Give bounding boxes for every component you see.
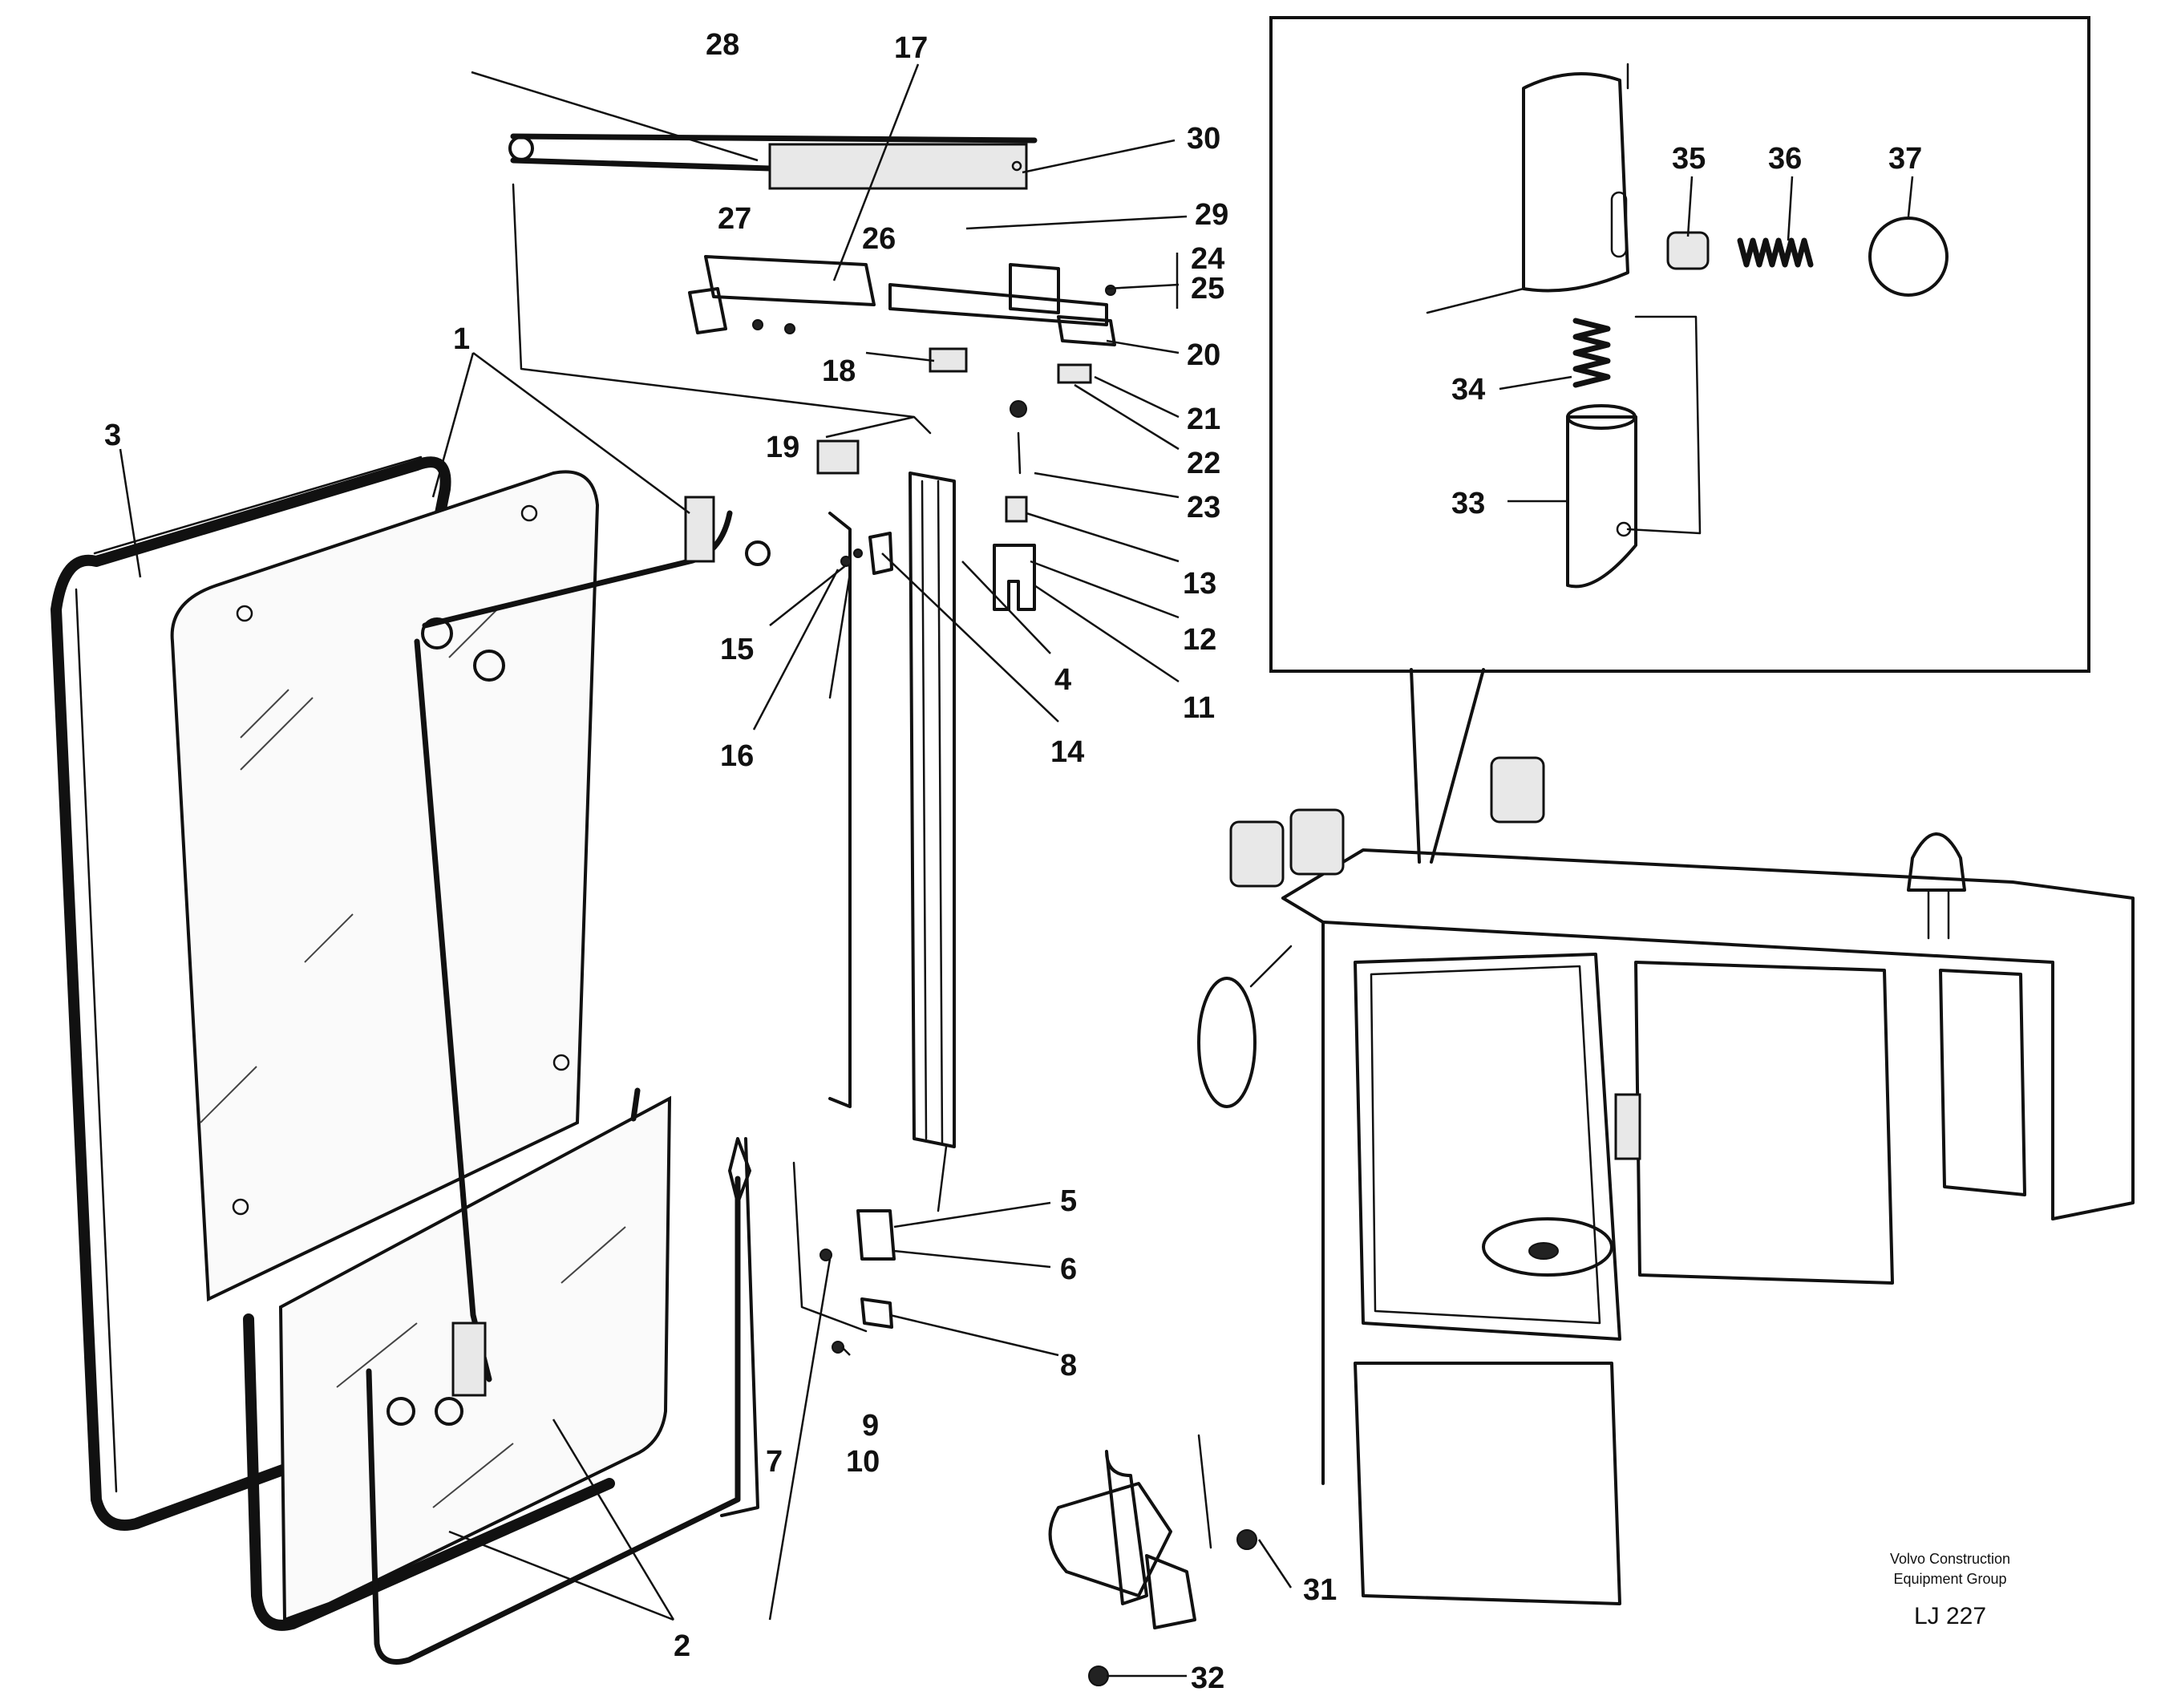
callout-37: 37 xyxy=(1888,142,1922,176)
callout-36: 36 xyxy=(1768,142,1802,176)
callout-1: 1 xyxy=(453,322,470,356)
lower-clip-brackets xyxy=(720,1137,948,1517)
credit-line-2: Equipment Group xyxy=(1893,1571,2006,1587)
callout-35: 35 xyxy=(1672,142,1706,176)
credit-line-1: Volvo Construction xyxy=(1890,1551,2010,1567)
leader-lines xyxy=(119,63,1914,1678)
callout-12: 12 xyxy=(1183,623,1216,657)
callout-30: 30 xyxy=(1187,122,1220,156)
callout-10: 10 xyxy=(846,1445,880,1479)
callout-17: 17 xyxy=(894,31,928,65)
door-stop-latch xyxy=(1048,1434,1257,1686)
callout-20: 20 xyxy=(1187,338,1220,372)
upper-bracket-set xyxy=(688,255,1116,384)
callout-33: 33 xyxy=(1451,487,1485,520)
callout-21: 21 xyxy=(1187,403,1220,436)
callout-2: 2 xyxy=(674,1629,690,1663)
callout-25: 25 xyxy=(1191,272,1224,306)
callout-31: 31 xyxy=(1303,1573,1337,1607)
callout-26: 26 xyxy=(862,222,896,256)
callout-24: 24 xyxy=(1191,242,1224,276)
callout-7: 7 xyxy=(766,1445,783,1479)
callout-16: 16 xyxy=(720,739,754,773)
spring-36 xyxy=(1737,237,1814,268)
callout-14: 14 xyxy=(1050,735,1084,769)
callout-13: 13 xyxy=(1183,567,1216,601)
callout-9: 9 xyxy=(862,1409,879,1443)
callout-28: 28 xyxy=(706,28,739,62)
window-seal-frame xyxy=(51,455,451,1531)
callout-5: 5 xyxy=(1060,1184,1077,1218)
callout-27: 27 xyxy=(718,202,751,236)
callout-22: 22 xyxy=(1187,447,1220,480)
callout-29: 29 xyxy=(1195,198,1228,232)
callout-labels: 28 17 30 29 27 26 24 25 18 20 21 22 23 1… xyxy=(104,28,1922,1695)
callout-18: 18 xyxy=(822,354,856,388)
callout-6: 6 xyxy=(1060,1253,1077,1286)
callout-34: 34 xyxy=(1451,373,1485,407)
callout-23: 23 xyxy=(1187,491,1220,524)
callout-4: 4 xyxy=(1054,663,1071,697)
callout-3: 3 xyxy=(104,419,121,452)
callout-19: 19 xyxy=(766,431,799,464)
callout-11: 11 xyxy=(1183,691,1215,725)
upper-rail-track xyxy=(508,133,1038,435)
callout-15: 15 xyxy=(720,633,754,666)
window-lever-rod xyxy=(386,496,771,1426)
callout-32: 32 xyxy=(1191,1661,1224,1695)
machine-cab xyxy=(1197,756,2135,1605)
callout-8: 8 xyxy=(1060,1349,1077,1382)
drawing-reference: LJ 227 xyxy=(1914,1603,1986,1629)
credit-block: Volvo Construction Equipment Group LJ 22… xyxy=(1890,1551,2010,1629)
detail-inset xyxy=(1269,16,2090,864)
vertical-channel xyxy=(816,400,1036,1148)
